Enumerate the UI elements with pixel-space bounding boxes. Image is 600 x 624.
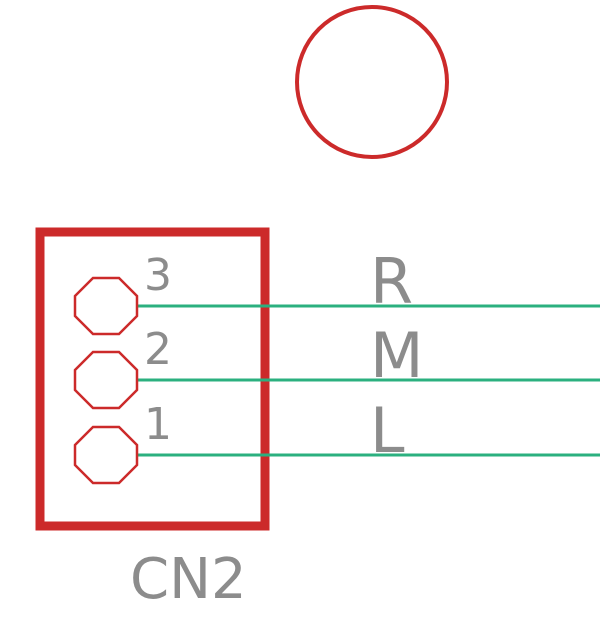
net-label-R: R (370, 245, 413, 318)
connector-designator: CN2 (130, 547, 247, 612)
net-label-L: L (370, 394, 405, 467)
mounting-hole-icon (295, 5, 449, 159)
net-label-M: M (370, 319, 424, 392)
pin-number-2: 2 (144, 324, 172, 375)
pin-pad-3[interactable] (73, 276, 139, 336)
pin-number-1: 1 (144, 399, 172, 450)
pin-pad-1[interactable] (73, 425, 139, 485)
pin-pad-2[interactable] (73, 350, 139, 410)
pin-number-3: 3 (144, 250, 172, 301)
